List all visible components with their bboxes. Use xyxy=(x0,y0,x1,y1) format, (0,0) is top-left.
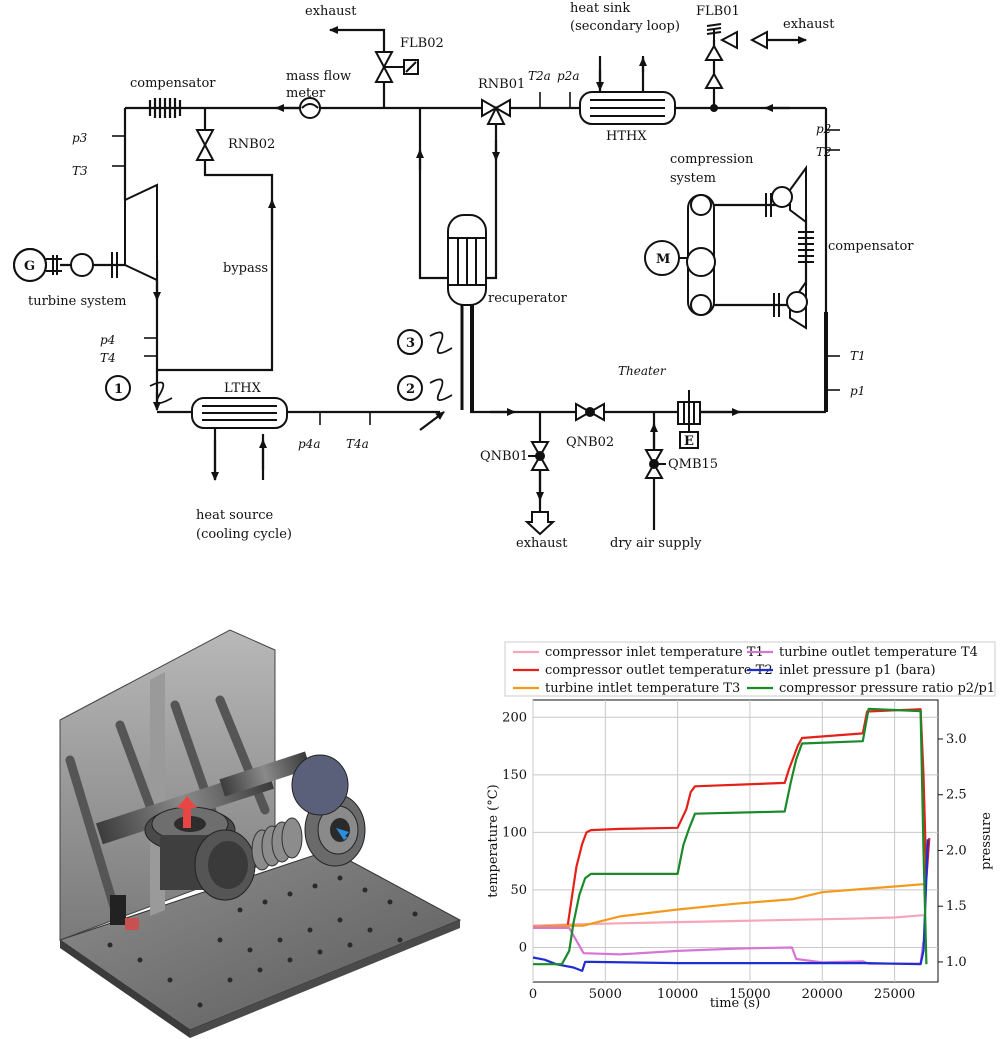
label-node-2: 2 xyxy=(406,382,415,397)
rnb02-valve-symbol xyxy=(195,129,215,161)
x-tick-label: 15000 xyxy=(729,987,770,1002)
plot-area xyxy=(532,699,939,983)
label-rnb02: RNB02 xyxy=(228,137,275,152)
y-tick-label-right: 1.5 xyxy=(946,899,967,914)
label-hthx: HTHX xyxy=(606,129,647,144)
label-recuperator: recuperator xyxy=(488,291,568,306)
mass-flow-meter-symbol xyxy=(299,97,321,119)
x-tick-label: 5000 xyxy=(589,987,622,1002)
y-tick-label-left: 50 xyxy=(510,883,527,898)
label-bypass: bypass xyxy=(223,261,268,276)
y-tick-label-right: 2.5 xyxy=(946,788,967,803)
grid-lines xyxy=(532,700,938,982)
legend-label: turbine outlet temperature T4 xyxy=(779,645,978,660)
label-p2a: p2a xyxy=(557,69,579,83)
label-g: G xyxy=(24,259,35,274)
label-dry-air: dry air supply xyxy=(610,536,702,551)
inlet-arrow xyxy=(336,828,365,847)
y-tick-label-left: 150 xyxy=(502,768,527,783)
flb02-valve-symbol xyxy=(374,51,419,83)
y-axis-label-right: pressure xyxy=(979,812,994,870)
label-exhaust-bottom: exhaust xyxy=(516,536,568,551)
label-exhaust-top: exhaust xyxy=(305,4,357,19)
label-t2: T2 xyxy=(816,145,832,159)
rnb01-valve-symbol xyxy=(481,98,511,125)
label-flb01: FLB01 xyxy=(696,4,740,19)
label-node-1: 1 xyxy=(114,382,123,397)
label-t4a: T4a xyxy=(346,437,369,451)
label-mass-flow-2: meter xyxy=(286,86,326,101)
x-axis-label: time (s) xyxy=(710,996,760,1011)
label-p4: p4 xyxy=(100,333,115,347)
test-rig-cad-rendering xyxy=(58,629,462,1038)
label-compensator-left: compensator xyxy=(130,76,216,91)
legend-label: compressor outlet temperature T2 xyxy=(545,663,773,678)
qnb02-valve-symbol xyxy=(575,402,605,422)
label-heat-sink-1: heat sink xyxy=(570,1,630,16)
time-series-chart: compressor inlet temperature T1 compresso… xyxy=(486,641,996,1011)
label-heat-source-1: heat source xyxy=(196,508,274,523)
legend-label: compressor inlet temperature T1 xyxy=(545,645,764,660)
label-rnb01: RNB01 xyxy=(478,77,525,92)
label-mass-flow-1: mass flow xyxy=(286,69,351,84)
legend-label: turbine intlet temperature T3 xyxy=(545,681,740,696)
y-tick-label-right: 3.0 xyxy=(946,732,967,747)
y-tick-label-left: 0 xyxy=(519,940,527,955)
label-t3: T3 xyxy=(72,164,88,178)
label-exhaust-right: exhaust xyxy=(783,17,835,32)
label-flb02: FLB02 xyxy=(400,36,444,51)
axis-ticks: 0 5000 10000 15000 20000 25000 0 50 100 150 200 1.0… xyxy=(502,710,967,1002)
qnb01-valve-symbol xyxy=(524,441,556,536)
label-qnb01: QNB01 xyxy=(480,449,528,464)
label-p1: p1 xyxy=(850,384,865,398)
compressor-system-symbol xyxy=(644,164,814,330)
compensator-left-symbol xyxy=(148,98,182,118)
flb01-valve-symbol xyxy=(704,23,768,112)
label-node-3: 3 xyxy=(406,336,415,351)
legend-label: compressor pressure ratio p2/p1 xyxy=(779,681,995,696)
series-line-2 xyxy=(532,883,924,928)
heater-symbol xyxy=(677,390,701,449)
series-line-1 xyxy=(532,708,931,928)
label-m: M xyxy=(656,252,670,267)
turbine-symbol xyxy=(13,183,158,282)
label-lthx: LTHX xyxy=(224,381,262,396)
y-tick-label-right: 1.0 xyxy=(946,955,967,970)
label-heat-sink-2: (secondary loop) xyxy=(570,19,680,34)
label-turbine-system: turbine system xyxy=(28,294,126,309)
label-theater: Theater xyxy=(618,364,667,378)
y-tick-label-left: 200 xyxy=(502,710,527,725)
label-t2a: T2a xyxy=(528,69,551,83)
label-compensator-right: compensator xyxy=(828,239,914,254)
recuperator-symbol xyxy=(447,214,487,412)
chart-legend: compressor inlet temperature T1 compresso… xyxy=(504,641,996,697)
y-tick-label-right: 2.0 xyxy=(946,843,967,858)
series-lines xyxy=(532,707,931,972)
label-t1: T1 xyxy=(850,349,866,363)
lthx-symbol xyxy=(191,397,288,429)
label-p2: p2 xyxy=(816,122,831,136)
process-schematic: exhaust FLB02 heat sink (secondary loop)… xyxy=(13,1,914,551)
x-tick-label: 10000 xyxy=(657,987,698,1002)
label-qnb02: QNB02 xyxy=(566,435,614,450)
label-qmb15: QMB15 xyxy=(668,457,718,472)
label-e: E xyxy=(684,434,694,449)
x-tick-label: 25000 xyxy=(874,987,915,1002)
label-compression-2: system xyxy=(670,171,716,186)
series-line-4 xyxy=(532,839,929,972)
series-line-5 xyxy=(533,707,928,966)
label-p4a: p4a xyxy=(298,437,320,451)
label-heat-source-2: (cooling cycle) xyxy=(196,527,292,542)
label-compression-1: compression xyxy=(670,152,754,167)
outlet-arrow xyxy=(177,796,197,828)
x-tick-label: 20000 xyxy=(802,987,843,1002)
y-axis-label-left: temperature (°C) xyxy=(486,784,501,897)
label-p3: p3 xyxy=(72,131,88,145)
y-tick-label-left: 100 xyxy=(502,825,527,840)
x-tick-label: 0 xyxy=(529,987,537,1002)
hthx-symbol xyxy=(579,91,676,125)
qmb15-valve-symbol xyxy=(644,449,666,479)
label-t4: T4 xyxy=(100,351,116,365)
legend-label: inlet pressure p1 (bara) xyxy=(779,663,936,678)
